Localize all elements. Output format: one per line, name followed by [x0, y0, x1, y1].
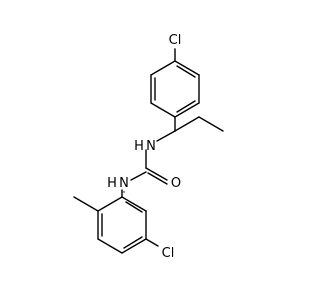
bond-ring-bottom-4	[97, 238, 123, 254]
atom-cl-bottom: Cl	[162, 246, 175, 261]
bond-ring-top-3	[174, 102, 200, 118]
bond-ring-bottom-double-b	[123, 236, 143, 249]
atom-cl-top: Cl	[169, 33, 182, 48]
bond-ring-bottom-double-a	[125, 201, 143, 213]
chlorophenyl-ring-top	[150, 48, 200, 118]
bond-ch-ethyl	[174, 116, 200, 132]
bond-ring-top-4	[150, 102, 176, 118]
bond-carbonyl-o-b	[147, 172, 168, 185]
bond-ring-top-double-b	[176, 100, 196, 113]
propyl-chain	[156, 116, 224, 142]
bond-ch-n-upper	[156, 130, 176, 142]
atom-n-upper: N	[146, 139, 156, 154]
bond-ring-top-6	[150, 60, 176, 76]
bond-ring-methyl	[73, 196, 99, 212]
molecule-structure-canvas: Cl N H O H N Cl	[73, 33, 224, 261]
chloro-methylphenyl-ring-bottom	[73, 189, 159, 254]
atom-o-carbonyl: O	[171, 176, 181, 191]
atom-h-upper: H	[134, 139, 144, 154]
bond-ring-bottom-3	[121, 238, 147, 254]
bond-ring-top-1	[174, 60, 200, 76]
atom-h-lower: H	[107, 176, 117, 191]
bond-ethyl-methyl	[198, 116, 224, 132]
bond-ring-bottom-1	[121, 196, 147, 212]
bond-ring-top-double-a	[176, 65, 196, 78]
bond-ring-bottom-6	[97, 196, 123, 212]
bond-carbonyl-o-a	[145, 167, 168, 181]
bond-ring-cl-bottom	[145, 238, 159, 247]
urea-core	[123, 149, 168, 193]
atom-n-lower: N	[119, 176, 129, 191]
bond-carbonyl-n-lower	[130, 171, 147, 181]
